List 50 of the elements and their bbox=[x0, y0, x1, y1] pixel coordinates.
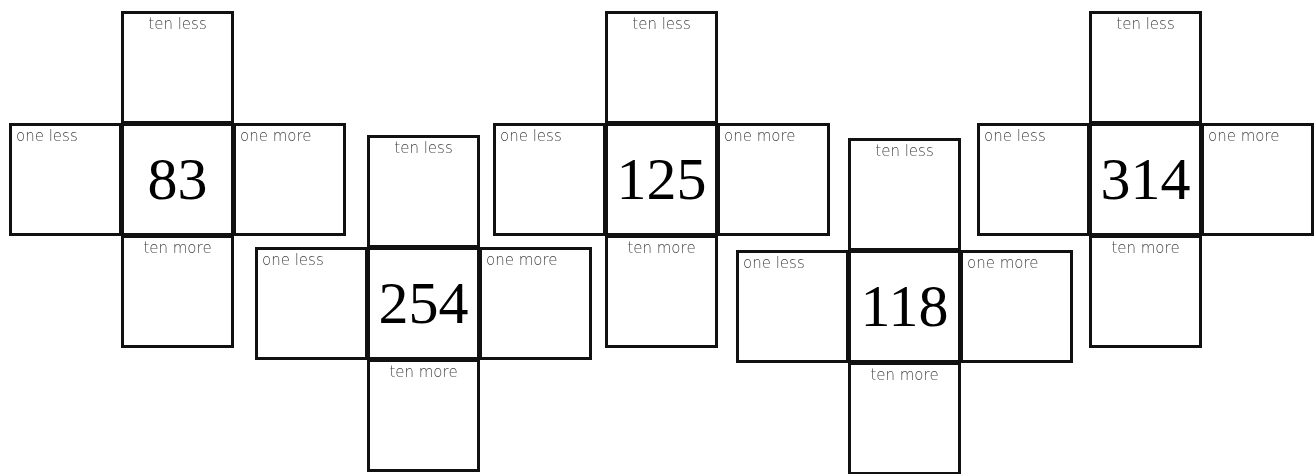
answer-box bbox=[479, 247, 592, 360]
prompt-label: ten less bbox=[147, 15, 208, 33]
answer-box bbox=[1089, 235, 1202, 348]
prompt-label: one more bbox=[724, 127, 796, 145]
number-box bbox=[848, 250, 961, 363]
answer-box bbox=[977, 123, 1090, 236]
prompt-label: one more bbox=[1208, 127, 1280, 145]
answer-box bbox=[1089, 11, 1202, 124]
answer-box bbox=[255, 247, 368, 360]
number-box bbox=[605, 123, 718, 236]
answer-box bbox=[605, 235, 718, 348]
answer-box bbox=[605, 11, 718, 124]
prompt-label: one less bbox=[262, 251, 324, 269]
prompt-label: ten less bbox=[1115, 15, 1176, 33]
number-box bbox=[1089, 123, 1202, 236]
number-label: 83 bbox=[146, 145, 209, 214]
prompt-label: one more bbox=[486, 251, 558, 269]
answer-box bbox=[736, 250, 849, 363]
number-label: 254 bbox=[377, 269, 470, 338]
prompt-label: ten less bbox=[393, 139, 454, 157]
prompt-label: ten more bbox=[869, 366, 940, 384]
number-box bbox=[367, 247, 480, 360]
answer-box bbox=[233, 123, 346, 236]
prompt-label: one less bbox=[984, 127, 1046, 145]
number-label: 314 bbox=[1099, 145, 1192, 214]
answer-box bbox=[9, 123, 122, 236]
prompt-label: one more bbox=[240, 127, 312, 145]
answer-box bbox=[717, 123, 830, 236]
prompt-label: ten more bbox=[626, 239, 697, 257]
answer-box bbox=[367, 135, 480, 248]
prompt-label: ten more bbox=[1110, 239, 1181, 257]
prompt-label: ten less bbox=[631, 15, 692, 33]
answer-box bbox=[493, 123, 606, 236]
answer-box bbox=[960, 250, 1073, 363]
prompt-label: one less bbox=[500, 127, 562, 145]
answer-box bbox=[367, 359, 480, 472]
prompt-label: one less bbox=[743, 254, 805, 272]
prompt-label: one less bbox=[16, 127, 78, 145]
answer-box bbox=[121, 235, 234, 348]
prompt-label: ten more bbox=[142, 239, 213, 257]
prompt-label: ten less bbox=[874, 142, 935, 160]
prompt-label: one more bbox=[967, 254, 1039, 272]
number-label: 118 bbox=[859, 272, 950, 341]
number-label: 125 bbox=[615, 145, 708, 214]
answer-box bbox=[1201, 123, 1314, 236]
answer-box bbox=[848, 362, 961, 474]
prompt-label: ten more bbox=[388, 363, 459, 381]
number-box bbox=[121, 123, 234, 236]
answer-box bbox=[848, 138, 961, 251]
answer-box bbox=[121, 11, 234, 124]
